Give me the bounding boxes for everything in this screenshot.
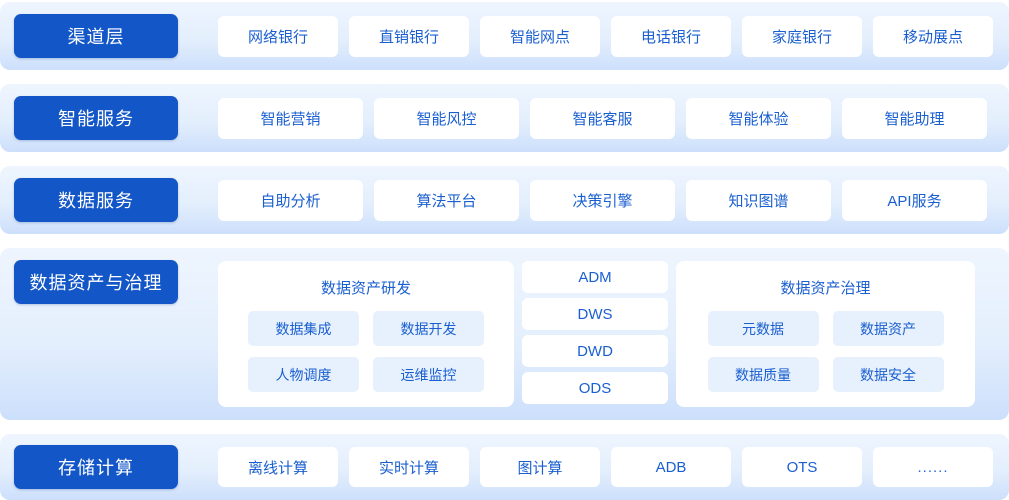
layer-card-dws[interactable]: DWS [522,298,668,330]
card-data-service-3[interactable]: 决策引擎 [530,180,675,221]
card-storage-compute-3[interactable]: 图计算 [480,447,600,487]
card-channel-4[interactable]: 电话银行 [611,16,731,57]
panel-data-asset-governance: 数据资产治理 元数据 数据资产 数据质量 数据安全 [676,261,975,407]
card-storage-compute-5[interactable]: OTS [742,447,862,487]
card-intelligent-service-3[interactable]: 智能客服 [530,98,675,139]
tile-dev-3[interactable]: 人物调度 [248,357,359,392]
card-group-storage-compute: 离线计算 实时计算 图计算 ADB OTS ...... [218,447,993,487]
layer-card-adm[interactable]: ADM [522,261,668,293]
panel-title-data-asset-governance: 数据资产治理 [780,280,871,297]
tile-gov-3[interactable]: 数据质量 [707,357,819,392]
card-data-service-4[interactable]: 知识图谱 [686,180,831,221]
tile-group-data-asset-governance: 元数据 数据资产 数据质量 数据安全 [676,311,975,392]
tile-dev-4[interactable]: 运维监控 [373,357,484,392]
card-data-service-5[interactable]: API服务 [842,180,987,221]
card-intelligent-service-2[interactable]: 智能风控 [374,98,519,139]
layer-label-data-service[interactable]: 数据服务 [14,178,178,222]
tile-gov-2[interactable]: 数据资产 [832,311,944,346]
layer-label-storage-compute[interactable]: 存储计算 [14,445,178,489]
card-intelligent-service-4[interactable]: 智能体验 [686,98,831,139]
card-channel-5[interactable]: 家庭银行 [742,16,862,57]
tile-group-data-asset-development: 数据集成 数据开发 人物调度 运维监控 [218,311,514,392]
layer-card-dwd[interactable]: DWD [522,335,668,367]
panel-title-data-asset-development: 数据资产研发 [320,280,411,297]
card-data-service-2[interactable]: 算法平台 [374,180,519,221]
data-warehouse-layer-column: ADM DWS DWD ODS [522,261,668,404]
card-group-data-service: 自助分析 算法平台 决策引擎 知识图谱 API服务 [218,180,987,221]
card-channel-3[interactable]: 智能网点 [480,16,600,57]
tile-gov-4[interactable]: 数据安全 [832,357,944,392]
panel-data-asset-development: 数据资产研发 数据集成 数据开发 人物调度 运维监控 [218,261,514,407]
card-storage-compute-4[interactable]: ADB [611,447,731,487]
card-intelligent-service-1[interactable]: 智能营销 [218,98,363,139]
layer-row-storage-compute: 存储计算 离线计算 实时计算 图计算 ADB OTS ...... [0,434,1009,500]
layer-row-data-asset-governance: 数据资产与治理 数据资产研发 数据集成 数据开发 人物调度 运维监控 ADM D… [0,248,1009,420]
card-data-service-1[interactable]: 自助分析 [218,180,363,221]
card-group-intelligent-service: 智能营销 智能风控 智能客服 智能体验 智能助理 [218,98,987,139]
layer-card-ods[interactable]: ODS [522,372,668,404]
card-storage-compute-more[interactable]: ...... [873,447,993,487]
layer-row-channel: 渠道层 网络银行 直销银行 智能网点 电话银行 家庭银行 移动展点 [0,2,1009,70]
card-storage-compute-2[interactable]: 实时计算 [349,447,469,487]
card-channel-2[interactable]: 直销银行 [349,16,469,57]
card-channel-6[interactable]: 移动展点 [873,16,993,57]
card-storage-compute-1[interactable]: 离线计算 [218,447,338,487]
card-intelligent-service-5[interactable]: 智能助理 [842,98,987,139]
layer-row-data-service: 数据服务 自助分析 算法平台 决策引擎 知识图谱 API服务 [0,166,1009,234]
tile-gov-1[interactable]: 元数据 [707,311,819,346]
card-channel-1[interactable]: 网络银行 [218,16,338,57]
layer-label-channel[interactable]: 渠道层 [14,14,178,58]
layer-label-intelligent-service[interactable]: 智能服务 [14,96,178,140]
tile-dev-1[interactable]: 数据集成 [248,311,359,346]
tile-dev-2[interactable]: 数据开发 [373,311,484,346]
card-group-channel: 网络银行 直销银行 智能网点 电话银行 家庭银行 移动展点 [218,16,993,57]
layer-label-data-asset-governance[interactable]: 数据资产与治理 [14,260,178,304]
layer-row-intelligent-service: 智能服务 智能营销 智能风控 智能客服 智能体验 智能助理 [0,84,1009,152]
